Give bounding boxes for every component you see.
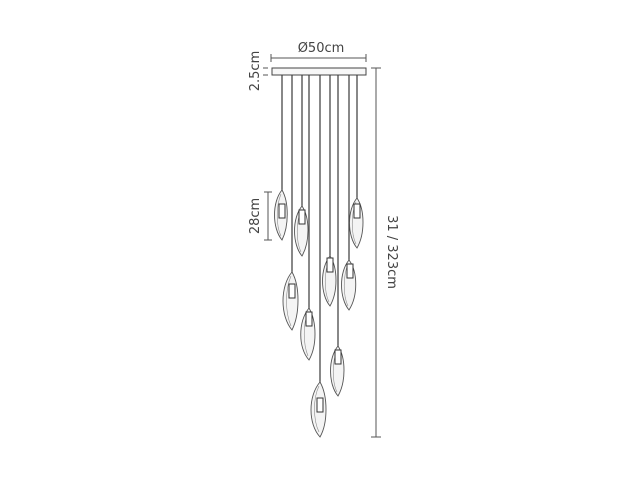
diameter-label: Ø50cm — [298, 41, 345, 56]
glass-shade-6 — [341, 259, 357, 311]
drop-dimension: 31 / 323cm — [371, 67, 399, 438]
glass-shade-5 — [322, 255, 337, 307]
canopy-height-dimension: 2.5cm — [248, 51, 268, 92]
shade-height-label: 28cm — [248, 198, 263, 234]
glass-shade-4 — [282, 271, 299, 331]
shade-height-dimension: 28cm — [248, 191, 272, 241]
glass-shade-1 — [274, 189, 288, 241]
glass-shade-9 — [310, 381, 327, 438]
ceiling-canopy — [271, 67, 367, 76]
canopy-height-label: 2.5cm — [248, 51, 263, 92]
glass-shade-7 — [300, 307, 316, 361]
suspension-wires — [281, 75, 358, 402]
glass-shade-2 — [294, 205, 309, 257]
glass-shade-8 — [330, 345, 345, 397]
diameter-dimension: Ø50cm — [270, 41, 367, 62]
glass-shade-3 — [349, 197, 364, 249]
drop-label: 31 / 323cm — [384, 215, 399, 289]
